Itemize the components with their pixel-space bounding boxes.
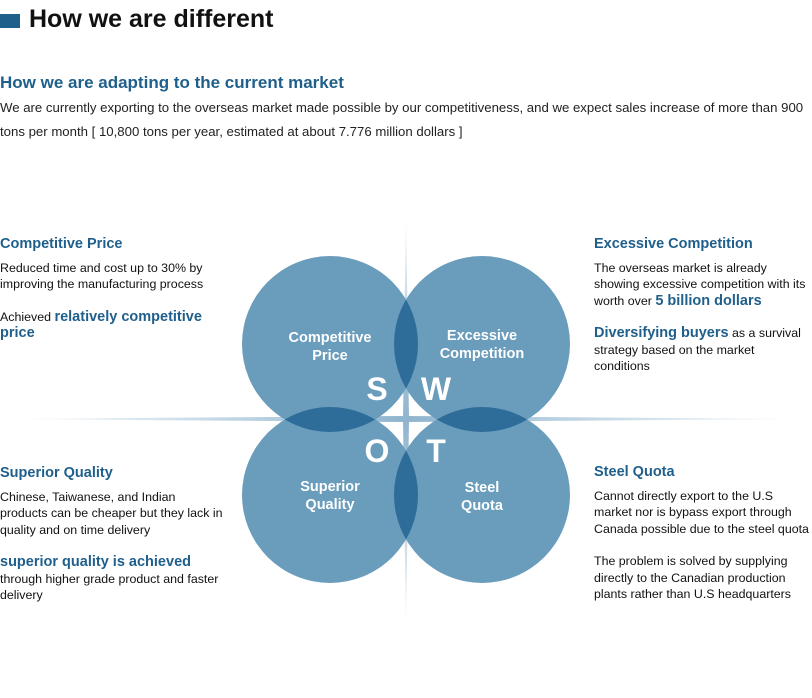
section-description: We are currently exporting to the overse… (0, 100, 804, 139)
weakness-strategy-highlight: Diversifying buyers (594, 325, 729, 341)
circle-label-quota: Quota (461, 498, 504, 514)
weakness-text-prefix: The overseas market is already showing e… (594, 260, 806, 308)
circle-label-steel: Steel (465, 480, 500, 496)
title-marker (0, 14, 20, 28)
weakness-heading: Excessive Competition (594, 236, 753, 252)
strength-text: Reduced time and cost up to 30% by impro… (0, 260, 204, 292)
strength-panel: Competitive Price Reduced time and cost … (0, 236, 225, 358)
circle-label-competitive: Competitive (289, 330, 372, 346)
circle-label-quality: Quality (305, 497, 354, 513)
threat-text: Cannot directly export to the U.S market… (594, 488, 809, 536)
strength-heading: Competitive Price (0, 236, 123, 252)
circle-label-superior: Superior (300, 479, 360, 495)
opportunity-text: Chinese, Taiwanese, and Indian products … (0, 489, 223, 537)
circle-superior-quality (242, 407, 418, 583)
circle-steel-quota (394, 407, 570, 583)
weakness-strategy: Diversifying buyers as a survival strate… (594, 325, 812, 375)
weakness-panel: Excessive Competition The overseas marke… (594, 236, 812, 391)
vertical-axis-line (403, 208, 409, 632)
section-heading: How we are adapting to the current marke… (0, 73, 344, 92)
opportunity-subheading: superior quality is achieved (0, 554, 191, 570)
threat-solution: The problem is solved by supplying direc… (594, 554, 791, 601)
strength-achievement: Achieved relatively competitive price (0, 309, 225, 342)
letter-s: S (366, 371, 387, 407)
strength-achievement-highlight: relatively competitive price (0, 308, 202, 342)
threat-heading: Steel Quota (594, 464, 675, 480)
circle-label-excessive: Excessive (447, 328, 517, 344)
weakness-text-highlight: 5 billion dollars (655, 292, 762, 309)
page-title: How we are different (29, 5, 274, 33)
letter-w: W (421, 371, 452, 407)
threat-panel: Steel Quota Cannot directly export to th… (594, 464, 812, 619)
strength-achievement-prefix: Achieved (0, 309, 51, 324)
circle-competitive-price (242, 256, 418, 432)
opportunity-detail: through higher grade product and faster … (0, 571, 219, 603)
weakness-strategy-suffix: as a survival strategy based on the mark… (594, 326, 801, 373)
opportunity-heading: Superior Quality (0, 465, 113, 481)
letter-o: O (365, 433, 390, 469)
circle-excessive-competition (394, 256, 570, 432)
letter-t: T (426, 433, 446, 469)
opportunity-panel: Superior Quality Chinese, Taiwanese, and… (0, 465, 225, 620)
circle-label-competition: Competition (440, 346, 525, 362)
circle-label-price: Price (312, 348, 347, 364)
weakness-text: The overseas market is already showing e… (594, 260, 812, 310)
